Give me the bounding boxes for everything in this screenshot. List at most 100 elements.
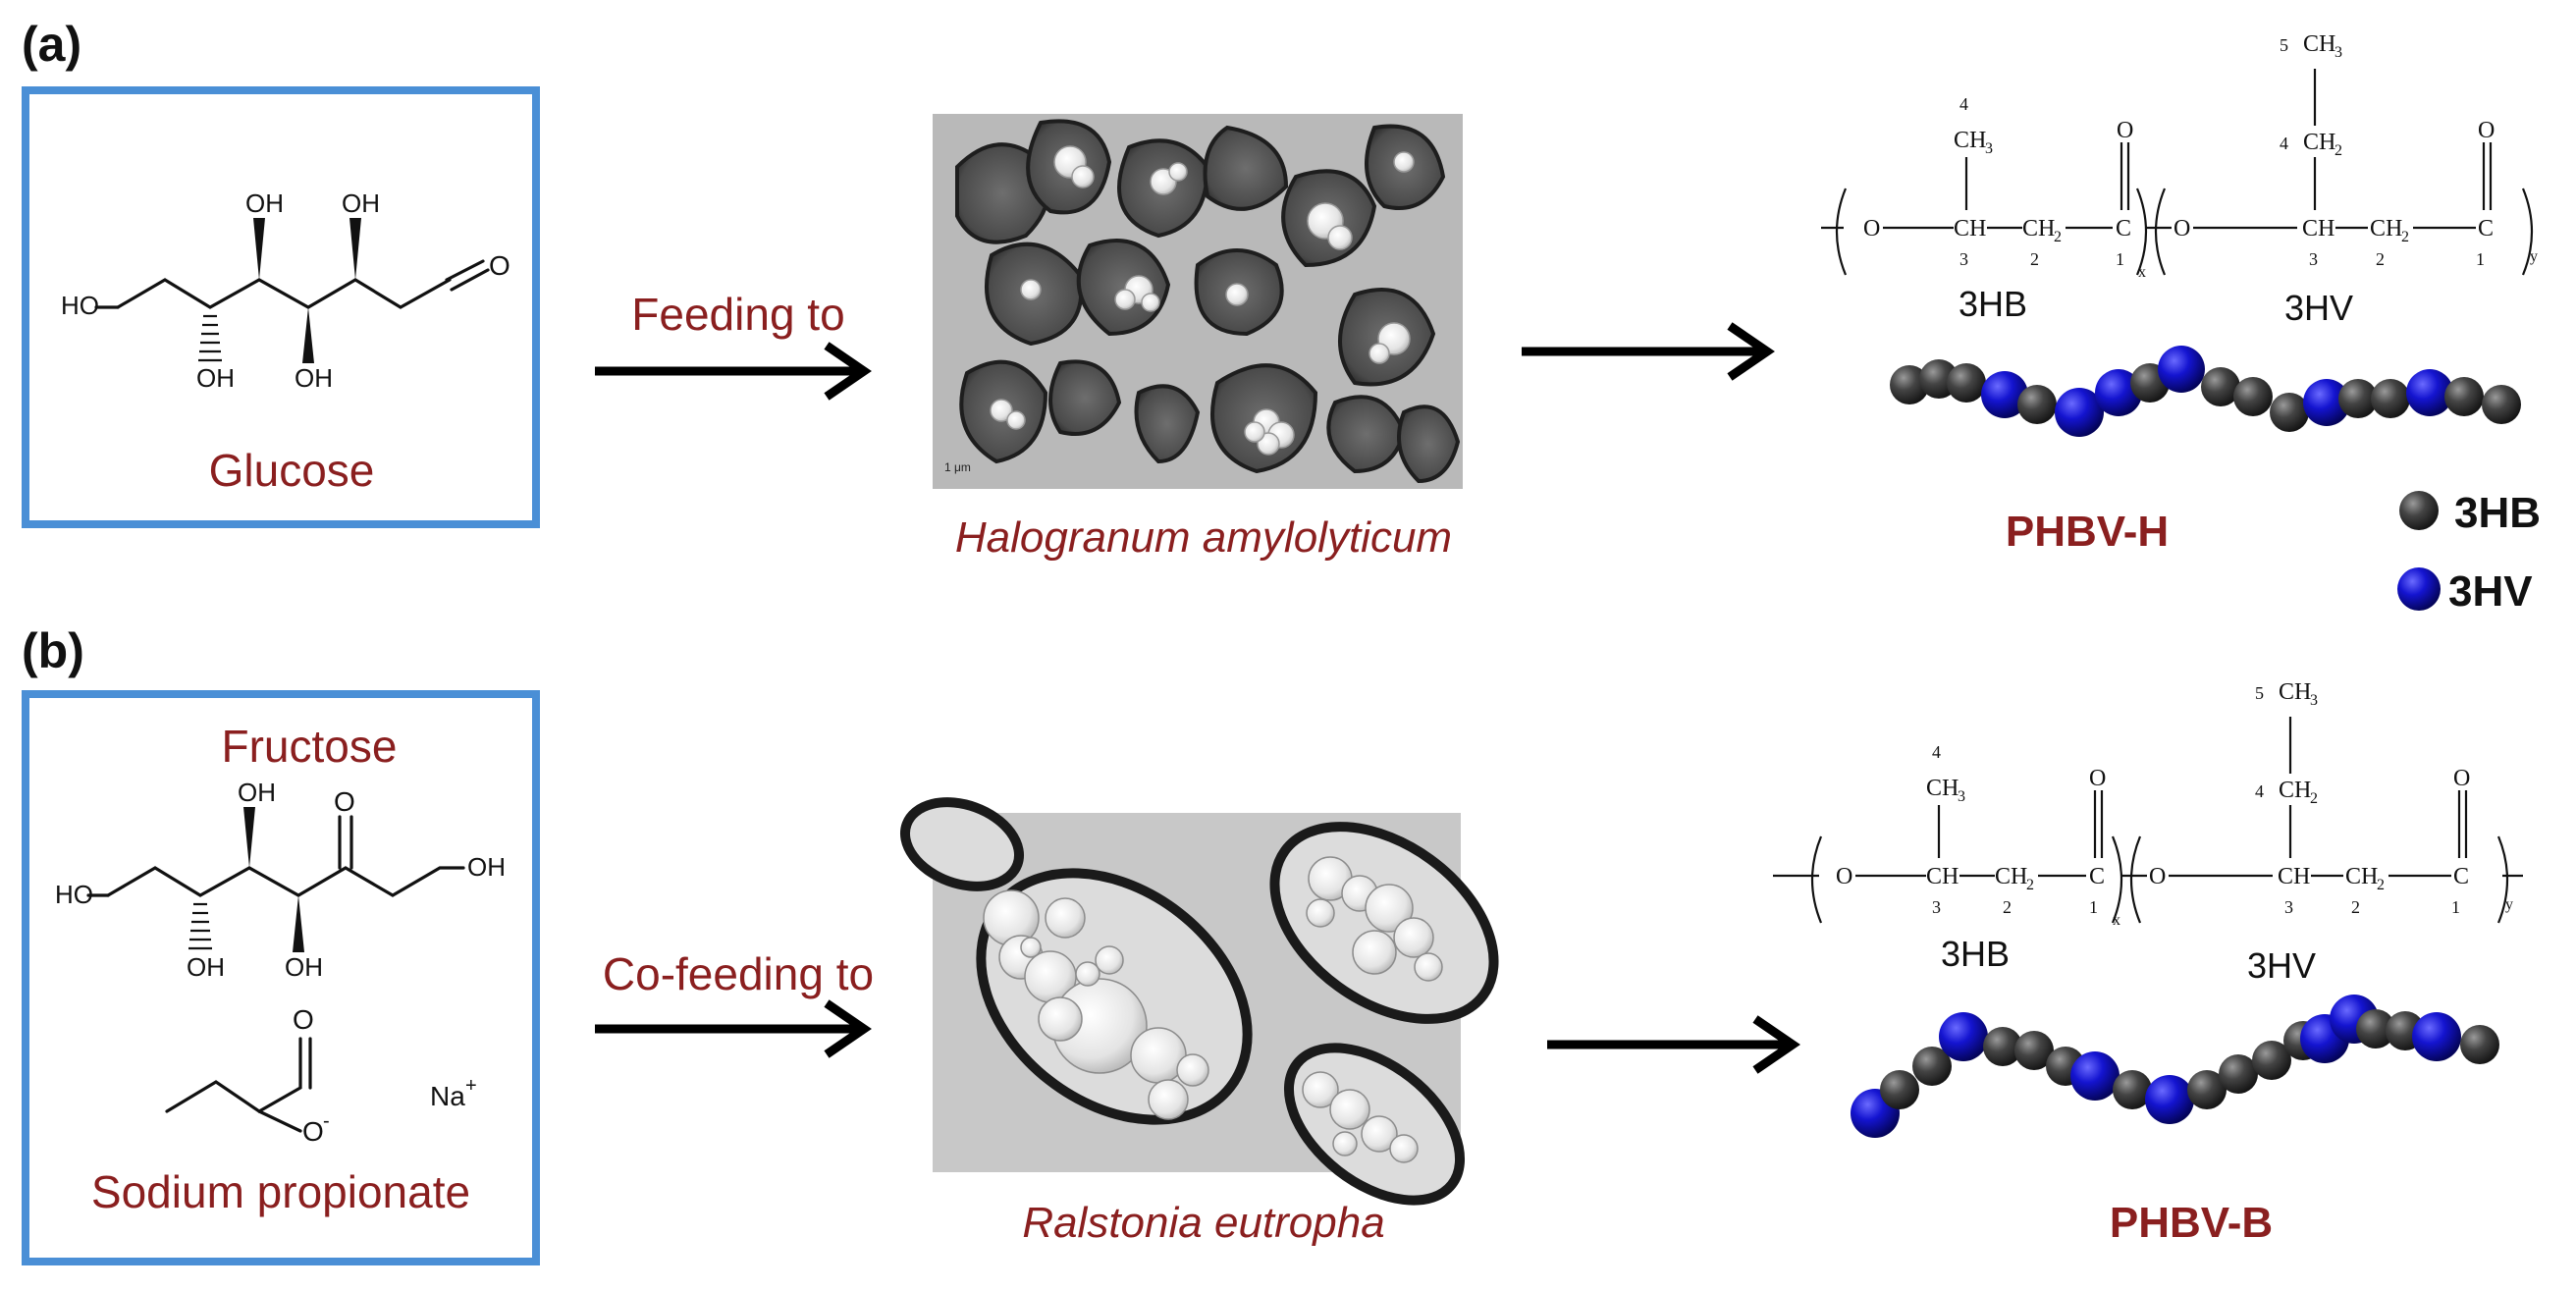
formula-a-n1: 1 — [2116, 249, 2124, 269]
ralstonia-micrograph — [899, 797, 1499, 1206]
panel-a-label: (a) — [22, 17, 81, 72]
legend-3hb-bead — [2399, 491, 2439, 530]
sodium-propionate-structure: O O - Na + — [165, 1004, 477, 1147]
formula-b-hv-ch2b: CH — [2279, 778, 2311, 803]
formula-b-hv-ch2-sub: 2 — [2377, 877, 2385, 893]
formula-b-n4: 4 — [1932, 742, 1941, 762]
formula-b-hv-n5: 5 — [2255, 683, 2264, 703]
formula-b-n1: 1 — [2089, 897, 2098, 917]
organism-ralstonia: Ralstonia eutropha — [1022, 1199, 1384, 1247]
fructose-structure: HO OH O OH OH OH — [55, 778, 506, 982]
product-arrow-a — [1522, 322, 1775, 381]
feeding-label: Feeding to — [631, 289, 844, 340]
formula-a-co-o: O — [2117, 118, 2133, 143]
formula-b-y: y — [2505, 896, 2513, 913]
formula-a-ch3: CH — [1954, 128, 1986, 153]
formula-a-ch2-sub: 2 — [2054, 229, 2062, 245]
propionate-o-minus: O — [302, 1116, 324, 1147]
formula-a-hv-n1: 1 — [2476, 249, 2485, 269]
formula-b-n3: 3 — [1932, 897, 1941, 917]
legend-3hv-label: 3HV — [2448, 567, 2533, 616]
phbv-formula-b: O CH CH 2 C O CH 3 4 3 2 1 x O CH CH 2 C… — [1773, 679, 2523, 929]
fructose-oh-end: OH — [467, 852, 506, 882]
formula-b-hv-n2: 2 — [2351, 897, 2360, 917]
co-feeding-label: Co-feeding to — [603, 948, 874, 999]
substrate-glucose-name: Glucose — [209, 445, 375, 496]
bead-chain-a — [1890, 346, 2521, 437]
glucose-oh-3: OH — [196, 363, 235, 393]
formula-a-hv-ch3-sub: 3 — [2334, 44, 2342, 61]
halogranum-micrograph: 1 μm — [933, 114, 1463, 489]
phbv-formula-a: O CH CH 2 C O CH 3 4 3 2 1 x O CH CH 2 C… — [1821, 31, 2538, 281]
formula-a-n3: 3 — [1959, 249, 1968, 269]
formula-b-hv-n1: 1 — [2451, 897, 2460, 917]
formula-a-hv-c: C — [2478, 216, 2494, 242]
formula-a-hv-co-o: O — [2478, 118, 2495, 143]
glucose-oh-1: OH — [245, 188, 284, 218]
formula-b-hv-c: C — [2453, 864, 2469, 889]
micrograph-scale-bar-label: 1 μm — [944, 460, 971, 474]
formula-b-ch3: CH — [1926, 776, 1959, 801]
formula-b-ch2: CH — [1995, 864, 2027, 889]
panel-b-substrate-box — [22, 690, 540, 1265]
sodium-plus-sign: + — [465, 1075, 477, 1097]
feeding-arrow — [595, 342, 872, 401]
bead-legend: 3HB 3HV — [2397, 489, 2541, 616]
monomer-3hv-label-a: 3HV — [2284, 288, 2353, 328]
monomer-3hv-label-b: 3HV — [2247, 945, 2316, 986]
formula-a-hv-ch2: CH — [2370, 216, 2402, 242]
formula-b-x: x — [2113, 912, 2120, 929]
propionate-minus-sign: - — [323, 1110, 330, 1132]
formula-a-hv-ch2b-sub: 2 — [2334, 142, 2342, 159]
glucose-oh-4: OH — [295, 363, 333, 393]
fructose-ho: HO — [55, 880, 93, 909]
formula-a-c: C — [2116, 216, 2131, 242]
formula-a-hv-ch3: CH — [2303, 31, 2335, 57]
formula-a-hv-ch2b: CH — [2303, 130, 2335, 155]
propionate-o: O — [293, 1004, 314, 1035]
formula-b-hv-n4: 4 — [2255, 781, 2264, 801]
formula-b-hv-ch3-sub: 3 — [2310, 692, 2318, 709]
organism-halogranum: Halogranum amylolyticum — [955, 513, 1452, 562]
substrate-fructose-name: Fructose — [222, 721, 398, 772]
product-arrow-b — [1547, 1015, 1800, 1074]
formula-a-hv-n4: 4 — [2280, 134, 2288, 153]
formula-b-n2: 2 — [2003, 897, 2012, 917]
product-phbv-h: PHBV-H — [2006, 508, 2169, 556]
formula-b-hv-co-o: O — [2453, 766, 2470, 791]
bead-chain-b — [1851, 995, 2499, 1138]
formula-a-ch: CH — [1954, 216, 1986, 242]
formula-a-hv-n5: 5 — [2280, 35, 2288, 55]
legend-3hb-label: 3HB — [2454, 489, 2541, 537]
formula-a-hv-ch2-sub: 2 — [2401, 229, 2409, 245]
glucose-ho: HO — [61, 291, 99, 320]
sodium-na: Na — [430, 1081, 465, 1111]
glucose-aldehyde-o: O — [489, 250, 510, 281]
formula-b-o1: O — [1836, 864, 1852, 889]
formula-b-o2: O — [2149, 864, 2166, 889]
formula-a-hv-ch: CH — [2302, 216, 2334, 242]
formula-a-ch3-sub: 3 — [1985, 140, 1993, 157]
monomer-3hb-label-b: 3HB — [1941, 934, 2010, 974]
formula-a-x: x — [2138, 264, 2146, 281]
formula-b-co-o: O — [2089, 766, 2106, 791]
co-feeding-arrow — [595, 999, 872, 1058]
formula-a-hv-n3: 3 — [2309, 249, 2318, 269]
glucose-oh-2: OH — [342, 188, 380, 218]
formula-a-n4: 4 — [1959, 94, 1968, 114]
formula-a-o2: O — [2174, 216, 2190, 242]
glucose-structure: HO OH OH OH OH O — [61, 188, 510, 393]
formula-b-hv-ch: CH — [2278, 864, 2310, 889]
fructose-oh-1: OH — [238, 778, 276, 807]
fructose-oh-2: OH — [187, 952, 225, 982]
formula-b-ch3-sub: 3 — [1958, 788, 1965, 805]
formula-b-hv-ch2: CH — [2345, 864, 2378, 889]
monomer-3hb-label-a: 3HB — [1959, 284, 2027, 324]
formula-b-hv-ch3: CH — [2279, 679, 2311, 705]
formula-a-ch2: CH — [2022, 216, 2055, 242]
formula-b-ch2-sub: 2 — [2026, 877, 2034, 893]
legend-3hv-bead — [2397, 567, 2441, 611]
product-phbv-b: PHBV-B — [2110, 1199, 2273, 1247]
fructose-keto-o: O — [334, 786, 355, 817]
